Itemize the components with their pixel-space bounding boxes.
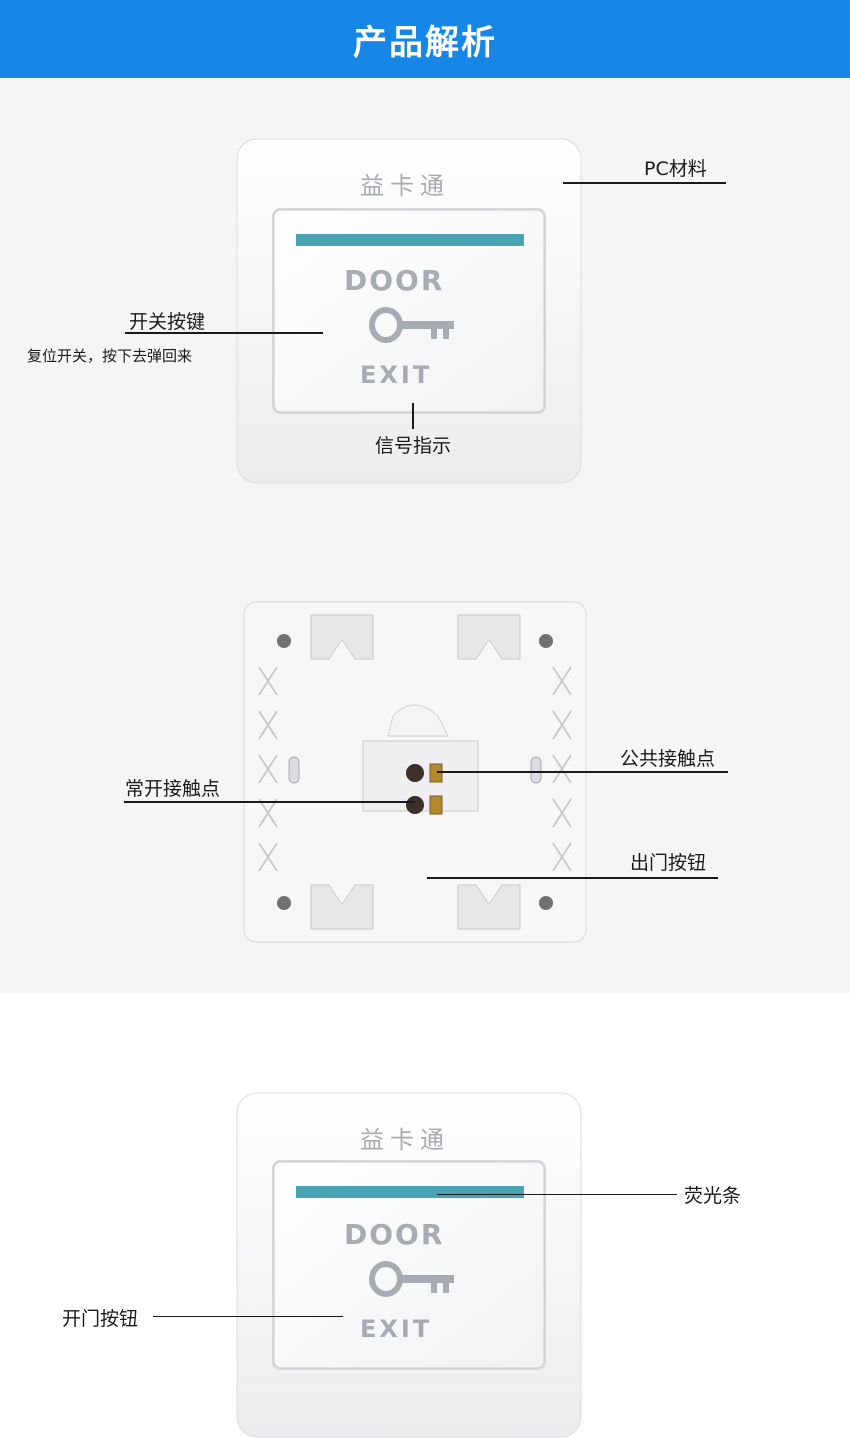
common-contact-label: 公共接触点 (620, 748, 716, 770)
front-switch-panel (236, 138, 582, 484)
key-icon (369, 1261, 454, 1297)
material-label: PC材料 (644, 158, 707, 180)
common-contact-pointer-line (437, 771, 728, 773)
header-title: 产品解析 (353, 22, 497, 63)
normally-open-pointer-line (124, 801, 415, 803)
open-door-button-label: 开门按钮 (62, 1308, 139, 1330)
switch-key-pointer-line (125, 332, 323, 334)
fluorescent-strip-label: 荧光条 (684, 1185, 742, 1207)
back-switch-panel (243, 601, 587, 943)
key-icon (369, 307, 454, 343)
bottom-door-text: DOOR (344, 1218, 445, 1251)
front-exit-text: EXIT (360, 361, 433, 389)
bottom-brand-text: 益卡通 (360, 1126, 450, 1154)
open-door-pointer-line (153, 1316, 343, 1317)
switch-key-label: 开关按键 (129, 311, 206, 333)
signal-pointer-line (412, 403, 414, 429)
header-bar: 产品解析 (0, 0, 850, 78)
material-pointer-line (563, 182, 726, 184)
indicator-strip (296, 234, 524, 246)
fluorescent-strip (296, 1186, 524, 1198)
front-door-text: DOOR (344, 264, 445, 297)
signal-indicator-label: 信号指示 (375, 435, 452, 457)
fluorescent-strip-pointer-line (437, 1194, 677, 1195)
exit-button-pointer-line (427, 877, 718, 879)
exit-button-label: 出门按钮 (630, 852, 707, 874)
front-brand-text: 益卡通 (360, 172, 450, 200)
normally-open-contact-label: 常开接触点 (125, 778, 221, 800)
switch-key-description: 复位开关，按下去弹回来 (27, 347, 193, 365)
bottom-exit-text: EXIT (360, 1315, 433, 1343)
